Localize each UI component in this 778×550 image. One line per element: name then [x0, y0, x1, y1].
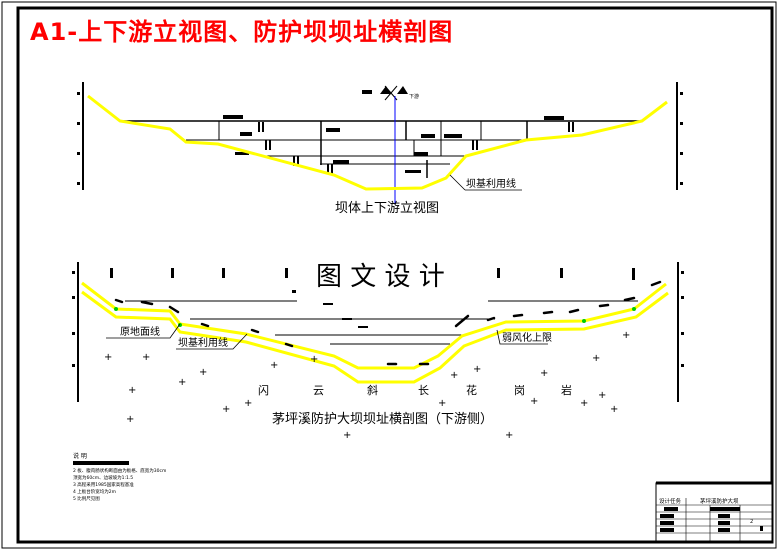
svg-text:+: + — [450, 370, 458, 381]
svg-text:+: + — [622, 330, 630, 341]
foundation-line — [87, 94, 668, 191]
svg-text:花: 花 — [466, 384, 477, 397]
watermark: 图 文 设 计 — [316, 262, 445, 292]
svg-text:+: + — [530, 396, 538, 407]
foundation-line-label: 坝基利用线 — [178, 336, 228, 349]
weathering-limit-label: 弱风化上限 — [502, 331, 552, 344]
svg-text:+: + — [244, 398, 252, 409]
rock-name: 闪 云 斜 长 花 岗 岩 — [258, 383, 572, 397]
project-name: 茅坪溪防护大坝 — [700, 497, 739, 505]
svg-text:4 上板台阶宽均为2m: 4 上板台阶宽均为2m — [73, 488, 116, 495]
svg-text:岩: 岩 — [561, 383, 572, 397]
svg-text:+: + — [222, 404, 230, 415]
svg-text:+: + — [178, 377, 186, 388]
svg-text:5 比例尺见图: 5 比例尺见图 — [73, 495, 100, 502]
svg-text:+: + — [142, 352, 150, 363]
svg-text:+: + — [126, 414, 134, 425]
svg-text:+: + — [199, 367, 207, 378]
sheet-number: 2 — [750, 519, 753, 525]
inner-border — [16, 6, 774, 544]
notes: 说 明 2 板、腹肉肠状构断面由为板格、底宽为30cm 顶宽为60cm、边坡坡为… — [73, 452, 166, 502]
svg-text:说 明: 说 明 — [73, 452, 87, 460]
upper-view-caption: 坝体上下游立视图 — [335, 201, 439, 216]
svg-text:岗: 岗 — [514, 384, 525, 397]
svg-text:+: + — [128, 385, 136, 396]
svg-text:云: 云 — [313, 384, 324, 397]
upper-elevation-view: 下游 坝基利用线 坝体上下游立视图 — [77, 82, 683, 216]
foundation-line-label: 坝基利用线 — [466, 177, 516, 190]
svg-text:+: + — [270, 360, 278, 371]
original-ground-label: 原地面线 — [120, 325, 160, 338]
svg-text:+: + — [343, 430, 351, 441]
svg-text:长: 长 — [418, 384, 429, 397]
title-block: 设计任务 茅坪溪防护大坝 2 — [655, 481, 773, 542]
svg-text:顶宽为60cm、边坡坡为1:1.5: 顶宽为60cm、边坡坡为1:1.5 — [73, 474, 133, 481]
lower-view-caption: 茅坪溪防护大坝坝址横剖图（下游侧） — [272, 411, 493, 427]
north-label-block — [362, 90, 372, 94]
lower-cross-section-view: 图 文 设 计 原地面线 坝基利用线 弱风化上限 + + + + + + + + + + + + … — [72, 258, 684, 441]
svg-text:+: + — [580, 398, 588, 409]
svg-text:+: + — [505, 430, 513, 441]
design-task-label: 设计任务 — [659, 497, 682, 505]
rock-crosses: + + + + + + + + + + + + + + + + + + + + + + — [104, 330, 630, 441]
svg-text:+: + — [592, 353, 600, 364]
direction-label: 下游 — [409, 93, 419, 100]
svg-text:+: + — [540, 368, 548, 379]
svg-text:斜: 斜 — [367, 384, 378, 397]
svg-text:+: + — [598, 390, 606, 401]
svg-text:+: + — [473, 364, 481, 375]
svg-text:闪: 闪 — [258, 383, 269, 397]
original-ground-line — [81, 281, 667, 370]
sheet-title: A1-上下游立视图、防护坝坝址横剖图 — [30, 18, 454, 46]
svg-text:2 板、腹肉肠状构断面由为板格、底宽为30cm: 2 板、腹肉肠状构断面由为板格、底宽为30cm — [73, 467, 166, 474]
svg-text:+: + — [104, 352, 112, 363]
svg-text:3 高程采用1985国家高程基准: 3 高程采用1985国家高程基准 — [73, 481, 134, 488]
weathering-line — [81, 290, 669, 384]
svg-text:+: + — [610, 404, 618, 415]
flow-direction-icon: 下游 — [380, 85, 419, 101]
svg-text:+: + — [310, 354, 318, 365]
svg-text:+: + — [438, 398, 446, 409]
